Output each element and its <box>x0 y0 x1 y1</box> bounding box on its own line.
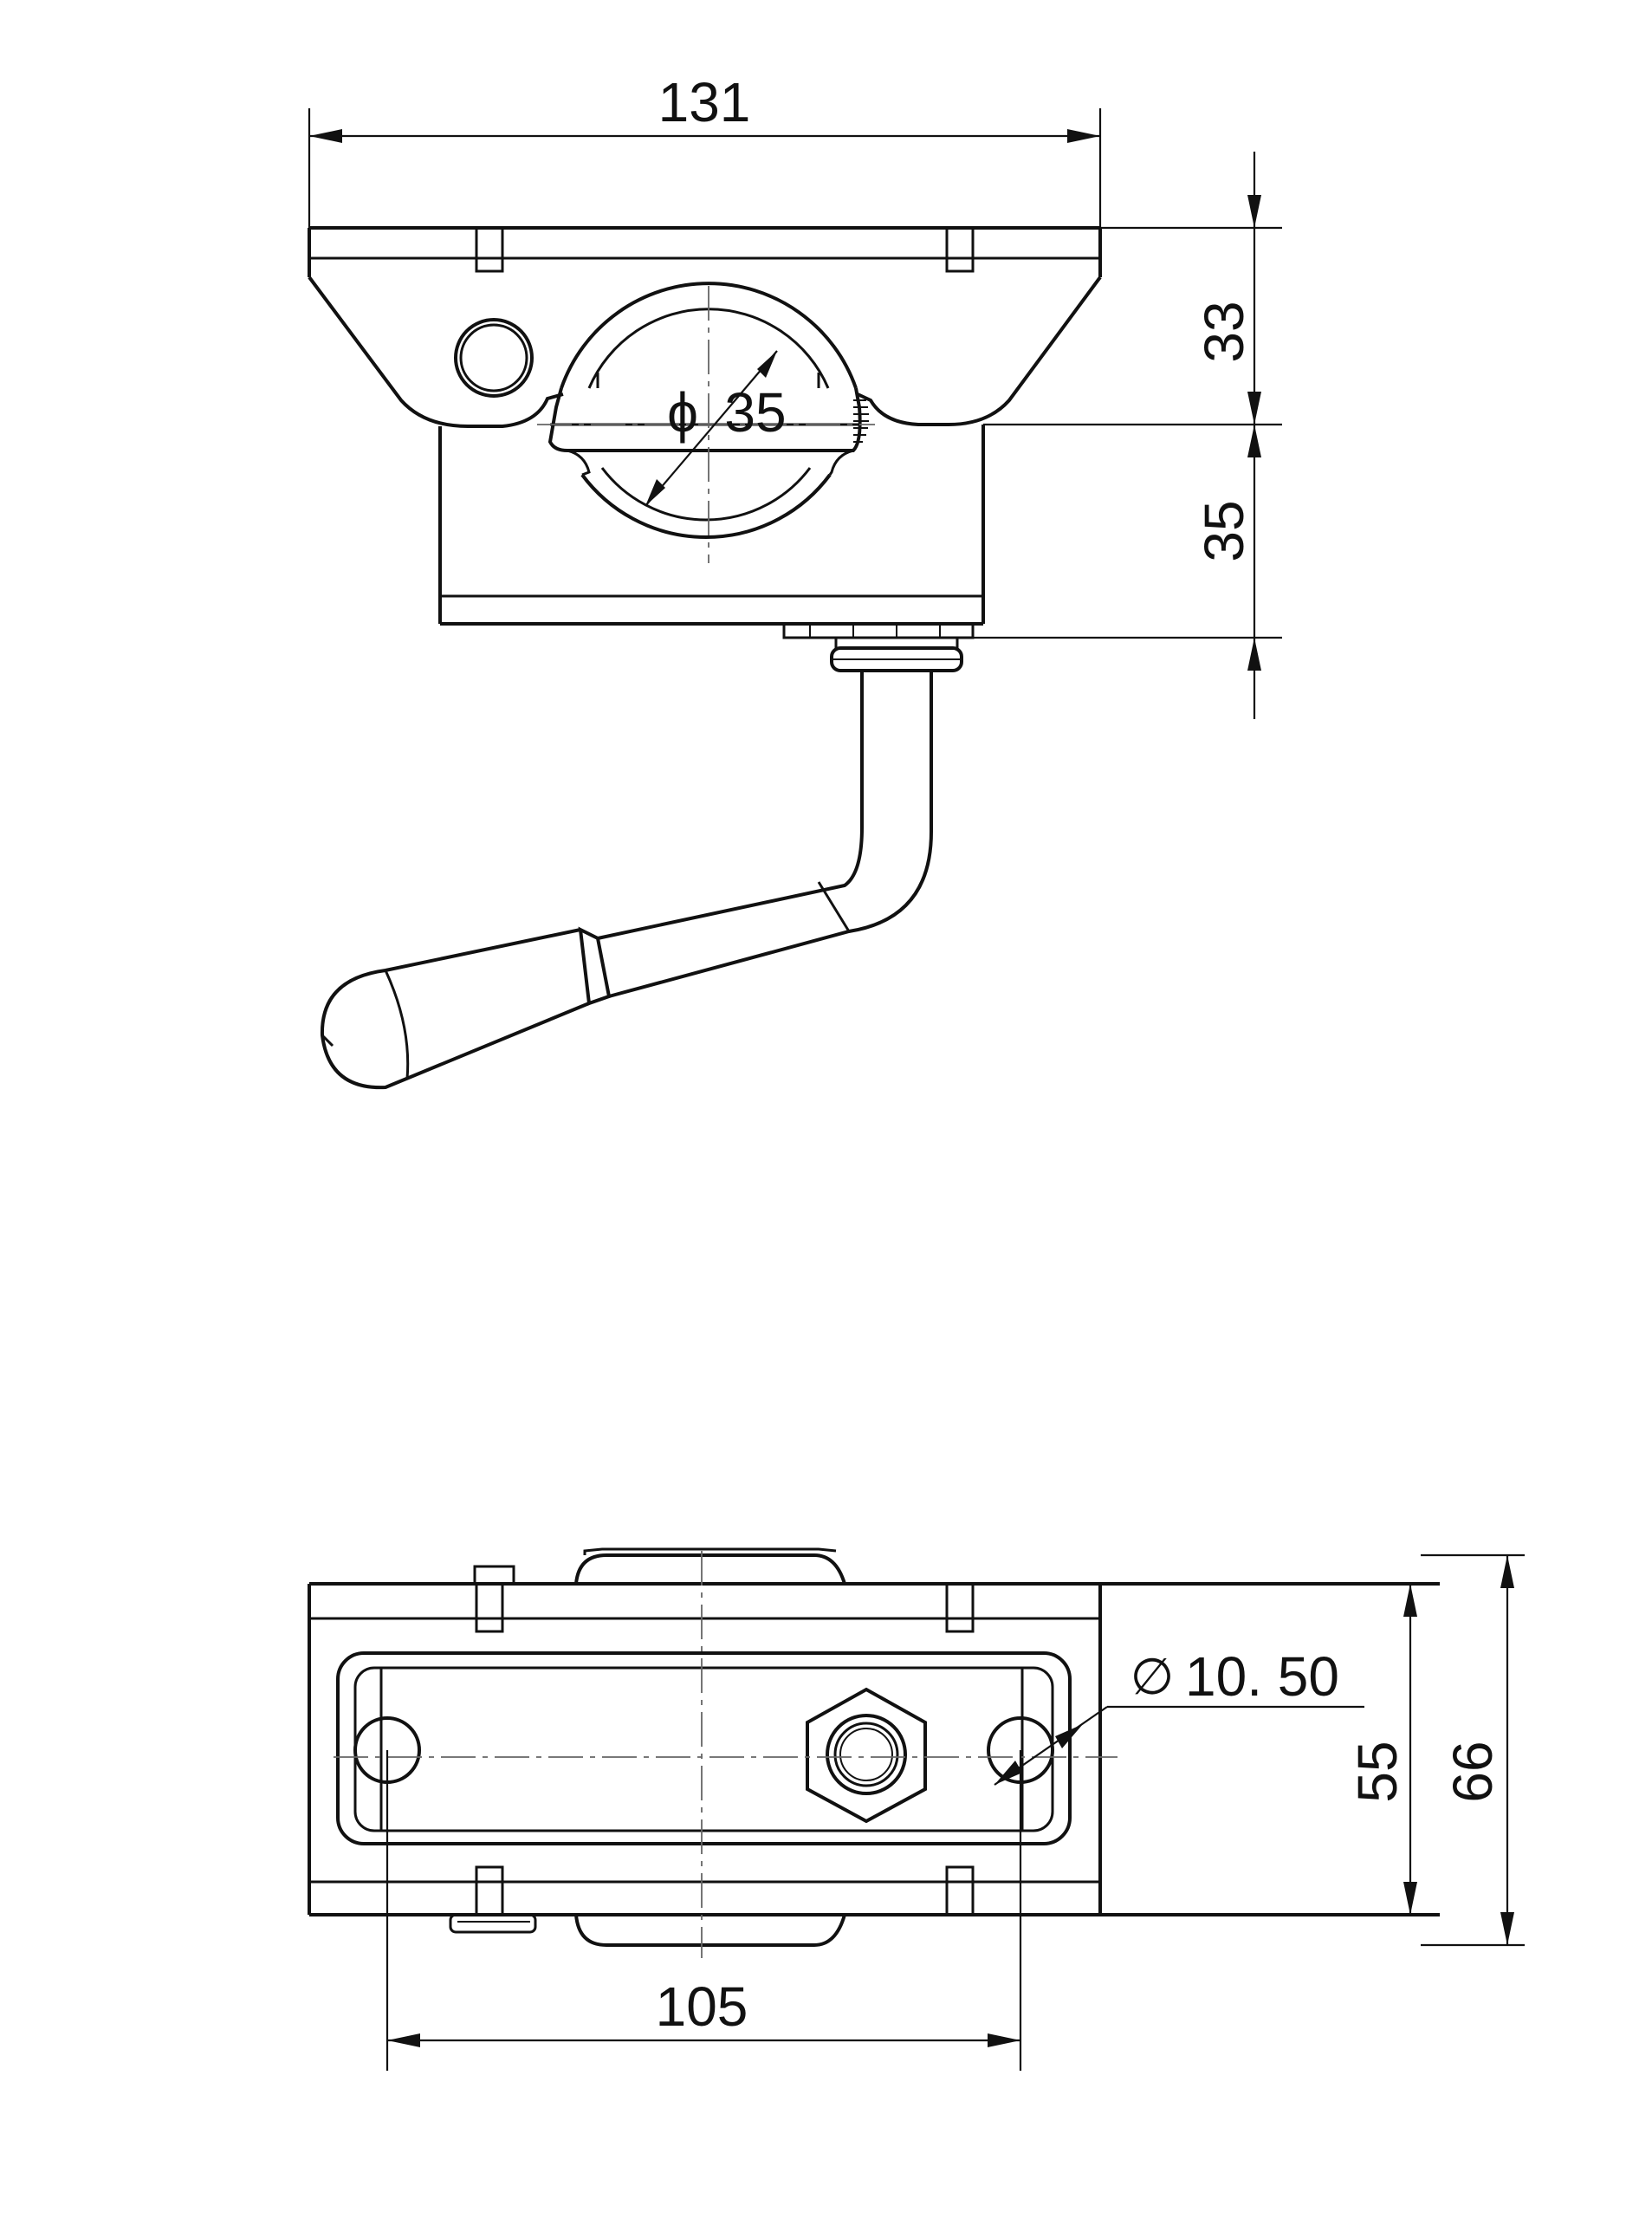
dimension-symbol-diameter-bottom: ∅ <box>1130 1649 1175 1705</box>
dimension-label-inner-width: 55 <box>1346 1741 1409 1802</box>
bolt-hole-circle <box>454 318 534 398</box>
dimension-height-top: 33 35 <box>957 152 1282 719</box>
hex-nut <box>806 1687 927 1824</box>
dimension-label-top-width: 131 <box>658 71 751 133</box>
dimension-width-top: 131 <box>308 71 1102 243</box>
dimension-label-lower-height: 35 <box>1193 500 1255 561</box>
dimension-height-bottom: 55 66 <box>1100 1553 1525 1947</box>
dimension-hole-spacing: 105 <box>385 1750 1022 2071</box>
crank-handle <box>320 671 933 1090</box>
clamp-block <box>438 425 985 672</box>
inner-plate <box>336 1651 1072 1845</box>
top-view: 131 <box>308 71 1282 1090</box>
dimension-label-outer-width: 66 <box>1441 1741 1504 1802</box>
mounting-plate <box>308 226 1102 428</box>
mounting-holes <box>353 1716 1054 1784</box>
dimension-label-hole-diameter: 10. 50 <box>1185 1645 1339 1708</box>
bottom-view: ∅ 10. 50 105 55 66 <box>308 1547 1525 2071</box>
clamp-ring: ϕ 35 <box>537 282 875 563</box>
dimension-hole-diameter: ∅ 10. 50 <box>994 1645 1364 1786</box>
dimension-symbol-diameter-top: ϕ <box>667 381 698 444</box>
dimension-label-clamp-diameter: 35 <box>724 381 786 444</box>
dimension-label-hole-spacing: 105 <box>656 1975 748 2038</box>
dimension-label-upper-height: 33 <box>1193 301 1255 362</box>
base-plate-outline <box>308 1565 1440 1947</box>
